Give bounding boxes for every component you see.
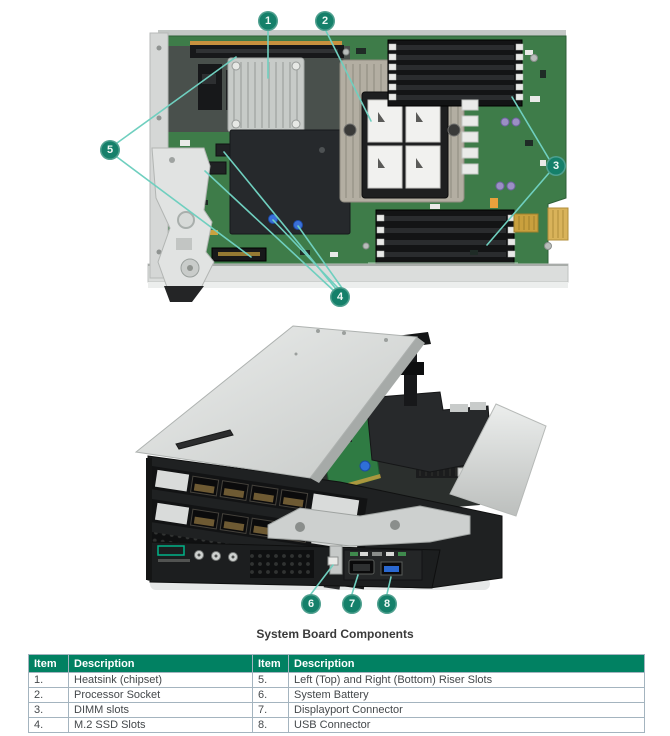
front-panel-leds [194,550,238,562]
item-cell: 8. [252,717,289,733]
sfp-riser-row-1 [148,466,368,522]
callout-8: 8 [377,594,397,614]
item-cell: 7. [252,702,289,718]
riser-slot-bottom [211,247,267,262]
callout-2: 2 [315,11,335,31]
chipset-heatsink [227,57,305,133]
table-title: System Board Components [256,627,414,641]
table-row: 4. M.2 SSD Slots 8. USB Connector [28,717,645,733]
callout-3: 3 [546,156,566,176]
chassis-photo [134,325,547,595]
table-row: 1. Heatsink (chipset) 5. Left (Top) and … [28,672,645,688]
header-item-right: Item [252,654,289,673]
desc-cell: Displayport Connector [288,702,645,718]
left-rail-latch [149,32,215,302]
callout-6: 6 [301,594,321,614]
chassis-lid [134,325,425,483]
table-row: 3. DIMM slots 7. Displayport Connector [28,702,645,718]
header-desc-right: Description [288,654,645,673]
dimm-bank-bottom [375,209,516,265]
hpe-logo [157,545,185,556]
front-panel [149,541,441,589]
item-cell: 4. [28,717,69,733]
header-desc-left: Description [68,654,253,673]
item-cell: 2. [28,687,69,703]
table-header-row: Item Description Item Description [28,654,645,673]
displayport-connector [348,559,375,575]
chassis-leader-lines [310,564,392,595]
item-cell: 6. [252,687,289,703]
desc-cell: DIMM slots [68,702,253,718]
chassis-front-face [146,455,503,590]
desc-cell: USB Connector [288,717,645,733]
callout-7: 7 [342,594,362,614]
chassis-right-wall [449,403,547,517]
board-tray-lip [147,263,569,288]
table-row: 2. Processor Socket 6. System Battery [28,687,645,703]
riser-slot-top [190,41,344,58]
desc-cell: Heatsink (chipset) [68,672,253,688]
vrm-components [461,99,521,208]
desc-cell: System Battery [288,687,645,703]
pcie-edge-connector [513,207,569,241]
item-cell: 1. [28,672,69,688]
panel-micro-components [350,552,406,556]
board-leader-lines [116,30,550,291]
desc-cell: Left (Top) and Right (Bottom) Riser Slot… [288,672,645,688]
desc-cell: M.2 SSD Slots [68,717,253,733]
dimm-bank-top [387,39,524,107]
item-cell: 5. [252,672,289,688]
callout-5: 5 [100,140,120,160]
system-board-photo [116,30,569,302]
system-battery-connector [327,556,339,566]
header-item-left: Item [28,654,69,673]
callout-1: 1 [258,11,278,31]
callout-4: 4 [330,287,350,307]
usb-connector [380,561,403,576]
components-table: Item Description Item Description 1. Hea… [28,654,645,733]
item-cell: 3. [28,702,69,718]
desc-cell: Processor Socket [68,687,253,703]
drive-latch-bracket [267,505,471,547]
